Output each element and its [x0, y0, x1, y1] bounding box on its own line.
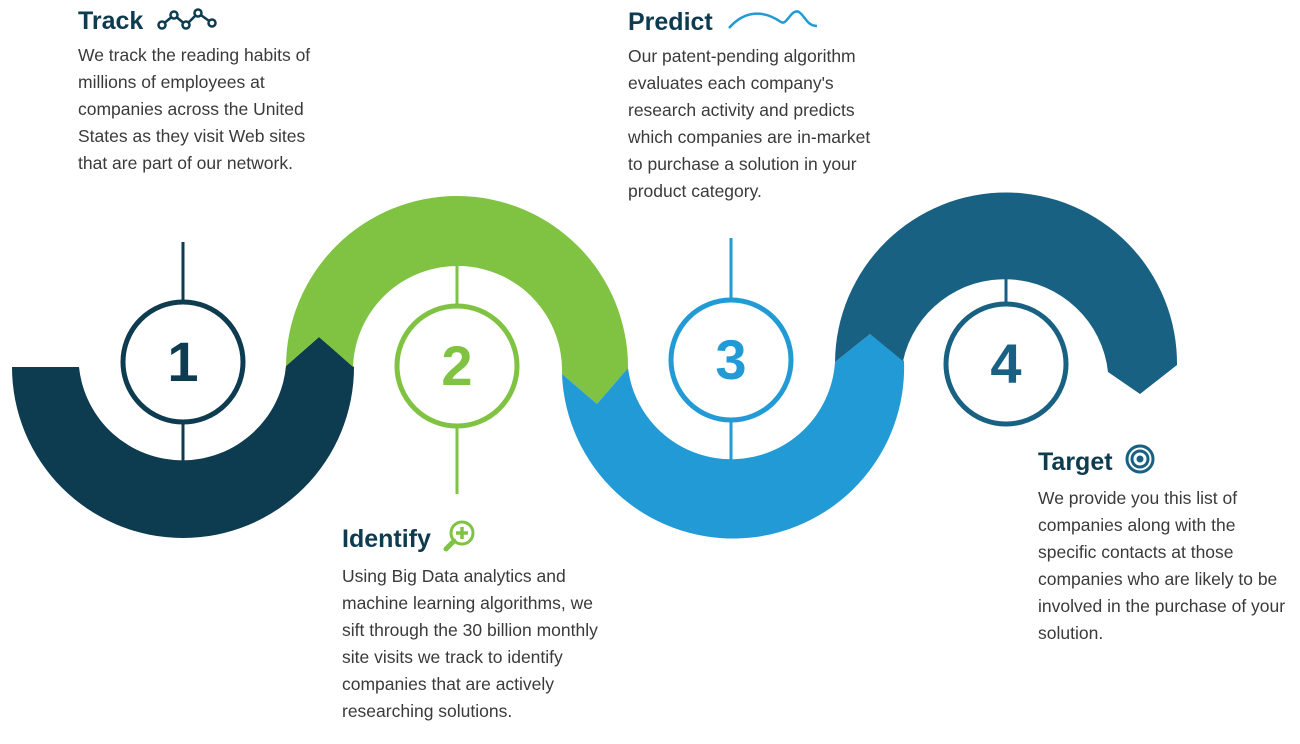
connected-dots-icon — [156, 7, 222, 36]
target-icon — [1125, 444, 1155, 479]
step-circle-2: 2 — [394, 303, 520, 429]
step-4-description: We provide you this list of companies al… — [1038, 488, 1286, 643]
step-4-title: Target — [1038, 447, 1113, 476]
step-number-3: 3 — [715, 328, 746, 391]
wave-segment-3 — [562, 334, 905, 539]
step-3-description: Our patent-pending algorithm evaluates e… — [628, 46, 871, 201]
step-number-4: 4 — [990, 332, 1021, 395]
step-circle-3: 3 — [668, 297, 794, 423]
step-1-title: Track — [78, 7, 144, 35]
step-2-description: Using Big Data analytics and machine lea… — [342, 566, 598, 721]
step-3-title: Predict — [628, 7, 713, 36]
step-number-1: 1 — [167, 330, 198, 393]
wave-segment-1 — [12, 337, 354, 538]
step-2-title: Identify — [342, 524, 431, 553]
magnifier-plus-icon — [443, 520, 477, 557]
wave-segment-2 — [286, 195, 629, 404]
step-4-block: Target We provide you this list of compa… — [1038, 444, 1296, 647]
step-3-block: Predict Our patent-pending algorithm eva… — [628, 6, 878, 205]
step-number-2: 2 — [441, 334, 472, 397]
step-circle-1: 1 — [120, 299, 246, 425]
step-1-block: Track We track the reading habits of mil… — [78, 6, 328, 177]
step-circle-4: 4 — [943, 301, 1069, 427]
wave-segment-4 — [835, 192, 1178, 394]
wave-line-icon — [725, 6, 821, 37]
step-2-block: Identify Using Big Data analytics and ma… — [342, 520, 602, 725]
step-1-description: We track the reading habits of millions … — [78, 45, 311, 173]
